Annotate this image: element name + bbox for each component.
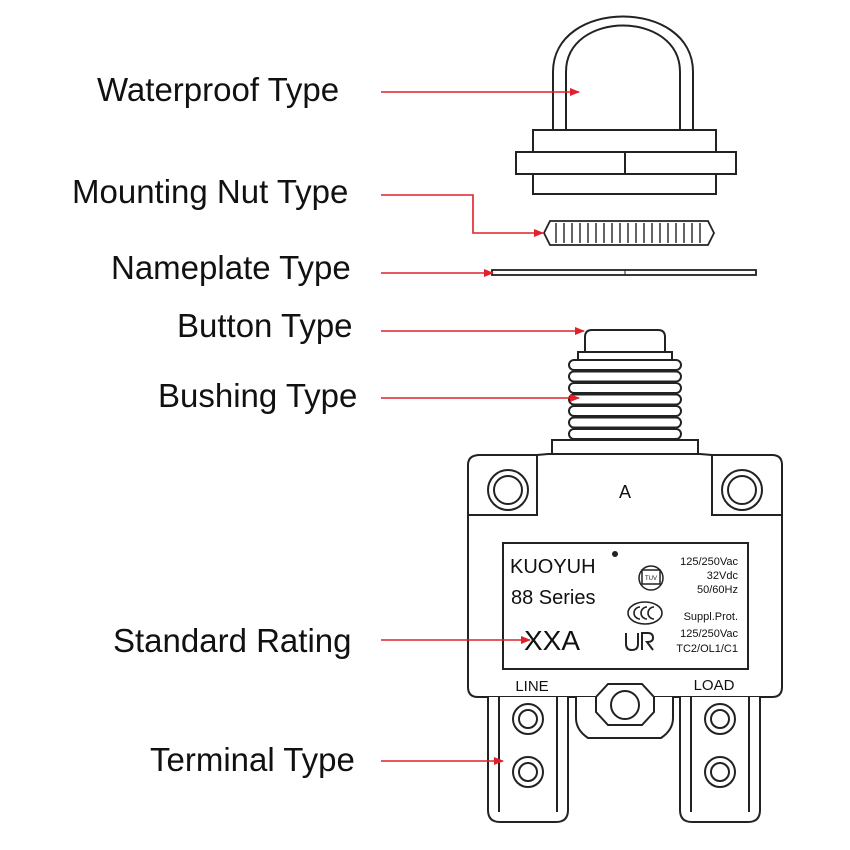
spec-test-codes: TC2/OL1/C1 — [676, 643, 738, 655]
button-and-bushing — [551, 329, 699, 455]
bushing-thread — [568, 370, 682, 383]
bushing-thread — [568, 416, 682, 429]
spec-voltage-dc: 32Vdc — [707, 570, 739, 582]
terminal-line-label: LINE — [515, 678, 548, 695]
bushing-thread — [568, 382, 682, 394]
label-terminal-type: Terminal Type — [150, 741, 355, 778]
label-bushing-type: Bushing Type — [158, 377, 358, 414]
terminal-load — [679, 697, 761, 823]
bushing-thread — [568, 359, 682, 371]
label-standard-rating: Standard Rating — [113, 622, 352, 659]
spec-voltage-ac-2: 125/250Vac — [680, 628, 738, 640]
brand-name: KUOYUH — [510, 556, 596, 578]
series-name: 88 Series — [511, 587, 596, 609]
rating-label: KUOYUH 88 Series XXA TUV 125/250Vac 32Vd… — [502, 542, 749, 670]
nameplate — [491, 269, 757, 276]
spec-suppl-prot: Suppl.Prot. — [684, 611, 738, 623]
bushing-thread — [568, 405, 682, 417]
label-mounting-nut-type: Mounting Nut Type — [72, 173, 349, 210]
waterproof-cap — [515, 15, 737, 195]
mounting-nut — [542, 220, 716, 246]
center-bump — [575, 683, 674, 739]
terminal-line — [487, 697, 569, 823]
tuv-mark-text: TUV — [645, 576, 657, 582]
label-button-type: Button Type — [177, 307, 353, 344]
leader-arrows — [381, 88, 585, 765]
body-top-letter: A — [619, 482, 631, 502]
ccc-mark-icon — [627, 601, 663, 625]
arrow-mounting-nut — [381, 194, 544, 237]
bushing-thread — [568, 393, 682, 406]
label-nameplate-type: Nameplate Type — [111, 249, 351, 286]
terminal-load-label: LOAD — [694, 677, 735, 694]
label-waterproof-type: Waterproof Type — [97, 71, 340, 108]
bushing-thread — [568, 428, 682, 440]
rating-value: XXA — [524, 625, 580, 656]
tuv-mark-icon — [638, 565, 664, 591]
spec-frequency: 50/60Hz — [697, 584, 738, 596]
spec-voltage-ac: 125/250Vac — [680, 556, 738, 568]
ur-mark-icon — [625, 632, 655, 652]
